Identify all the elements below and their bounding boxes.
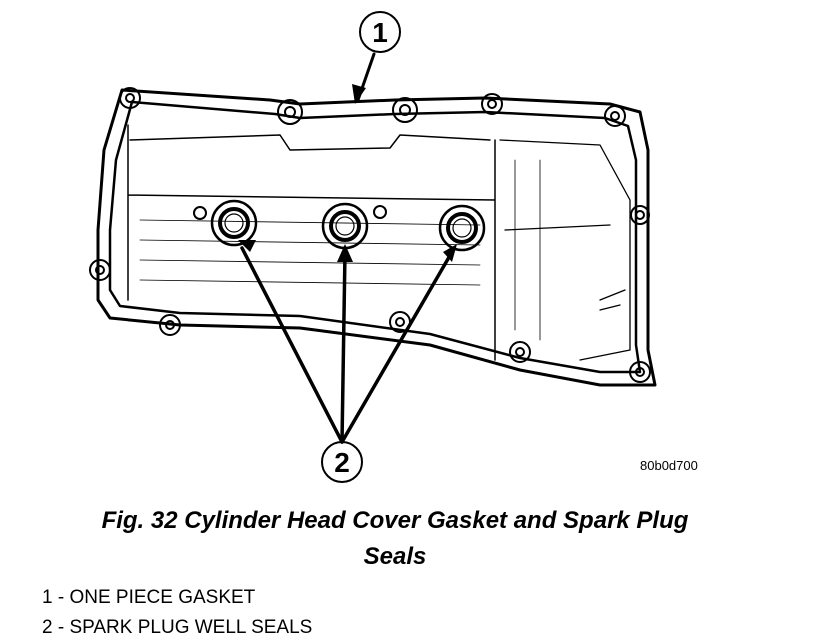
figure-caption: Fig. 32 Cylinder Head Cover Gasket and S… xyxy=(30,503,760,575)
callout-1-label: 1 xyxy=(372,17,388,48)
cover-right-section xyxy=(499,139,631,361)
bolt-bosses xyxy=(89,87,651,383)
legend-item: 2 - SPARK PLUG WELL SEALS xyxy=(42,617,313,638)
cover-body-outline xyxy=(127,124,496,361)
spark-plug-well-seal-3 xyxy=(438,204,486,252)
callout-1-circle xyxy=(359,11,401,53)
legend-item: 1 - ONE PIECE GASKET xyxy=(42,587,256,608)
callout-2-label: 2 xyxy=(334,447,350,478)
gasket-outer-outline xyxy=(96,88,657,387)
figure-id: 80b0d700 xyxy=(640,458,698,473)
gasket-inner-outline xyxy=(108,100,642,374)
cylinder-head-cover-diagram: 1 2 80b0d700 xyxy=(89,11,698,483)
legend: 1 - ONE PIECE GASKET 2 - SPARK PLUG WELL… xyxy=(42,583,312,643)
caption-line-2: Seals xyxy=(363,543,427,570)
spark-plug-well-seal-1 xyxy=(210,199,258,247)
cover-hatching xyxy=(139,159,541,341)
caption-line-1: Fig. 32 Cylinder Head Cover Gasket and S… xyxy=(101,507,689,534)
spark-plug-well-seal-2 xyxy=(321,202,369,250)
leader-arrowheads xyxy=(238,84,457,262)
callout-2-leaders xyxy=(240,246,454,444)
